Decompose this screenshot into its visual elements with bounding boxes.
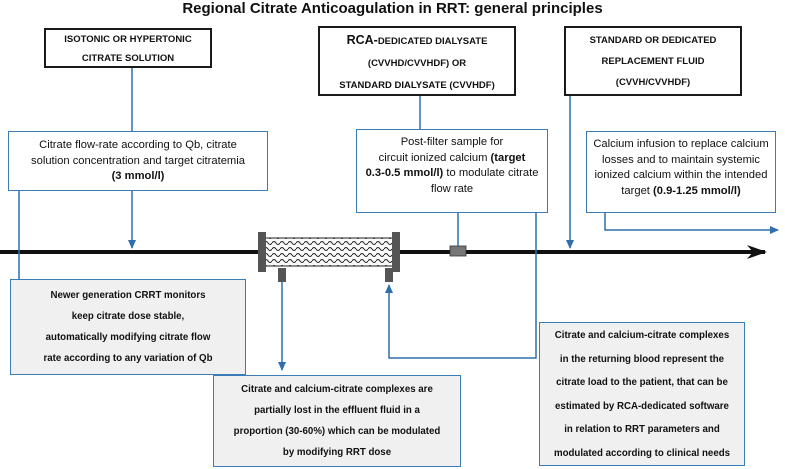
dialysate-line-3: STANDARD DIALYSATE (CVVHDF) (339, 80, 495, 91)
post-filter-line-2-pre: circuit ionized calcium (378, 151, 491, 164)
crrt-monitors-line-1: Newer generation CRRT monitors (50, 290, 206, 301)
crrt-monitors-box: Newer generation CRRT monitors keep citr… (10, 279, 246, 375)
citrate-solution-box: ISOTONIC OR HYPERTONIC CITRATE SOLUTION (44, 28, 212, 68)
dialysate-line-1: RCA-DEDICATED DIALYSATE (320, 29, 514, 53)
post-filter-line-3-rest: to modulate citrate (443, 167, 539, 179)
hemofilter-inlet-cap (258, 232, 266, 272)
citrate-solution-line-2: CITRATE SOLUTION (81, 53, 175, 64)
crrt-monitors-line-4: rate according to any variation of Qb (43, 353, 213, 364)
effluent-box: Citrate and calcium-citrate complexes ar… (213, 375, 461, 467)
citrate-solution-line-1: ISOTONIC OR HYPERTONIC (64, 34, 192, 45)
dialysate-line-1-rest: DEDICATED DIALYSATE (377, 36, 488, 47)
post-filter-line-4: flow rate (430, 182, 474, 195)
hemofilter-body (263, 237, 395, 267)
calcium-infusion-line-2: losses and to maintain systemic (602, 153, 760, 166)
effluent-line-4: by modifying RRT dose (282, 447, 392, 458)
calcium-infusion-line-4-bold: (0.9-1.25 mmol/l) (653, 184, 741, 197)
calcium-infusion-line-4-pre: target (621, 184, 654, 197)
post-filter-line-2-bold: (target (490, 151, 526, 164)
calcium-infusion-line-1: Calcium infusion to replace calcium (593, 138, 769, 150)
diagram-title: Regional Citrate Anticoagulation in RRT:… (182, 0, 603, 17)
crrt-monitors-line-3: automatically modifying citrate flow (45, 332, 211, 343)
citrate-flow-line-3: (3 mmol/l) (111, 170, 165, 182)
dialysate-line-2: (CVVHD/CVVHDF) OR (367, 58, 467, 69)
citrate-flow-box: Citrate flow-rate according to Qb, citra… (8, 131, 268, 191)
post-filter-line-1: Post-filter sample for (400, 136, 504, 148)
hemofilter-outlet-cap (392, 232, 400, 272)
calcium-infusion-arrow (604, 212, 779, 234)
dialysate-line-1-big: RCA- (346, 33, 378, 47)
returning-blood-line-4: estimated by RCA-dedicated software (555, 400, 729, 412)
post-filter-box: Post-filter sample for circuit ionized c… (356, 129, 548, 213)
returning-blood-line-6: modulated according to clinical needs (553, 447, 731, 459)
replacement-fluid-line-1: STANDARD OR DEDICATED (589, 35, 717, 46)
effluent-line-2: partially lost in the effluent fluid in … (254, 405, 420, 416)
effluent-line-1: Citrate and calcium-citrate complexes ar… (241, 384, 433, 395)
post-filter-line-3: 0.3-0.5 mmol/l) to modulate citrate (357, 166, 547, 182)
citrate-flow-line-1: Citrate flow-rate according to Qb, citra… (39, 139, 237, 151)
citrate-flow-line-2: solution concentration and target citrat… (31, 154, 245, 167)
citrate-feedback-loop (385, 212, 537, 359)
replacement-fluid-box: STANDARD OR DEDICATED REPLACEMENT FLUID … (564, 26, 742, 96)
effluent-port (278, 268, 286, 282)
calcium-infusion-box: Calcium infusion to replace calcium loss… (586, 131, 776, 213)
post-filter-line-2: circuit ionized calcium (target (357, 151, 547, 167)
returning-blood-line-1: Citrate and calcium-citrate complexes (554, 330, 730, 341)
returning-blood-line-5: in relation to RRT parameters and (564, 424, 720, 435)
dialysate-port (385, 268, 393, 282)
replacement-fluid-line-2: REPLACEMENT FLUID (601, 56, 705, 67)
returning-blood-line-3: citrate load to the patient, that can be (556, 377, 728, 388)
calcium-infusion-line-3: ionized calcium within the intended (594, 169, 768, 181)
replacement-fluid-line-3: (CVVH/CVVHDF) (615, 77, 691, 88)
returning-blood-box: Citrate and calcium-citrate complexes in… (539, 322, 745, 466)
returning-blood-line-2: in the returning blood represent the (559, 353, 725, 365)
crrt-monitors-line-2: keep citrate dose stable, (71, 311, 185, 322)
calcium-infusion-line-4: target (0.9-1.25 mmol/l) (587, 184, 775, 200)
effluent-line-3: proportion (30-60%) which can be modulat… (233, 426, 441, 437)
dialysate-box: RCA-DEDICATED DIALYSATE (CVVHD/CVVHDF) O… (318, 26, 516, 96)
post-filter-sample-port (449, 245, 467, 257)
post-filter-line-3-bold: 0.3-0.5 mmol/l) (365, 167, 444, 179)
